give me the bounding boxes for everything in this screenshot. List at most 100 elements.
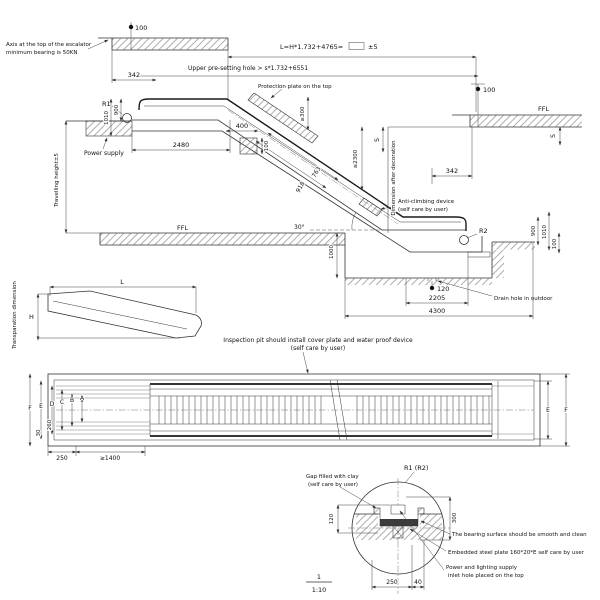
- detail-structure: [348, 478, 450, 594]
- inspection-note-2: (self care by user): [291, 345, 345, 352]
- elevation-view: Axis at the top of the escalator minimum…: [6, 22, 582, 319]
- dim-1010-right-label: 1010: [542, 225, 548, 239]
- dim-900-right-label: 900: [531, 225, 537, 236]
- plan-dim-ge1400-label: ≥1400: [100, 455, 120, 462]
- bearing-note: The bearing surface should be smooth and…: [451, 532, 587, 538]
- power-supply-note: Power supply: [84, 150, 124, 157]
- dim-ge2300-label: ≥2300: [353, 149, 359, 168]
- length-formula-label: L=H*1.732+4765=: [280, 43, 343, 51]
- angle-arc: [351, 211, 357, 231]
- pit-wall-hatch: [492, 250, 504, 278]
- dim-342-right-label: 342: [446, 167, 458, 175]
- hole-marker-left: [128, 24, 134, 30]
- travelling-height-label: Travelling height±5: [54, 153, 60, 208]
- dim-120-drain-label: 120: [437, 285, 449, 293]
- inspection-note-1: Inspection pit should install cover plat…: [223, 337, 413, 344]
- elevation-labels: Axis at the top of the escalator minimum…: [6, 24, 559, 316]
- plate-note: Embedded steel plate 160*20*E self care …: [448, 550, 585, 556]
- plan-label-d-left: D: [50, 401, 55, 408]
- dim-918-label: 918: [295, 180, 307, 194]
- dim-100-right-label: 100: [552, 238, 558, 249]
- ffl-left-label: FFL: [177, 224, 188, 232]
- plan-dim-30-label: 30: [36, 429, 42, 436]
- plate-anchor-box: [239, 137, 258, 155]
- dim-ge300-label: ≥300: [300, 106, 306, 122]
- power-note-2: inlet hole placed on the top: [448, 573, 524, 579]
- step-line: [132, 119, 466, 231]
- angle-30-label: 30°: [294, 224, 305, 231]
- elevation-leaders: [87, 39, 493, 297]
- plan-label-e-left: E: [39, 403, 43, 410]
- embedded-steel-plate: [380, 519, 418, 526]
- s-label-mid: S: [374, 138, 381, 142]
- detail-dimensions: [306, 496, 452, 590]
- detail-leaders: [339, 471, 451, 571]
- axis-note-line2: minimum bearing is 50KN: [6, 50, 77, 56]
- upper-hole-note: Upper pre-setting hole > s*1.732+6551: [188, 65, 308, 72]
- detail-dim-120-label: 120: [329, 513, 335, 524]
- r1-support-marker: [122, 113, 132, 123]
- power-note-1: Power and lighting supply: [446, 565, 518, 571]
- handrail-line: [138, 98, 467, 231]
- dim-900-left-label: 900: [114, 104, 120, 115]
- outdoor-ground-hatch: [492, 242, 535, 250]
- length-tolerance-label: ±5: [368, 43, 378, 51]
- anchor-stud: [392, 525, 404, 539]
- anti-climb-note-1: Anti-climbing device: [398, 199, 455, 205]
- profile-l-label: L: [120, 278, 124, 286]
- protection-plate: [247, 92, 319, 144]
- anti-climbing-device: [358, 197, 383, 217]
- detail-title: R1 (R2): [404, 464, 428, 472]
- drain-hole-marker: [429, 285, 435, 291]
- truss-profile-inner: [52, 300, 188, 330]
- plan-dim-250-label: 250: [56, 455, 68, 462]
- support-pad: [467, 251, 491, 258]
- floor-slab-right: [470, 115, 582, 127]
- ffl-right-label: FFL: [538, 105, 549, 113]
- detail-dim-300-label: 300: [452, 512, 458, 523]
- plan-structure: [47, 373, 541, 447]
- plan-label-a-left: A: [80, 395, 85, 402]
- detail-labels: R1 (R2) Gap filled with clay (self care …: [306, 464, 587, 594]
- truss-bottom-line: [132, 130, 483, 253]
- floor-slab-lower: [100, 233, 345, 245]
- r2-label: R2: [479, 227, 488, 235]
- decoration-note: Dimension after decoration: [391, 140, 397, 216]
- plan-labels: Inspection pit should install cover plat…: [27, 337, 569, 462]
- dim-2480-label: 2480: [173, 141, 190, 149]
- elevation-structure: [66, 22, 582, 291]
- hole-left-label: 100: [135, 24, 147, 32]
- axis-note-line1: Axis at the top of the escalator: [6, 42, 92, 48]
- profile-h-label: H: [29, 313, 34, 321]
- detail-view: R1 (R2) Gap filled with clay (self care …: [306, 464, 587, 594]
- scale-value: 1:10: [312, 586, 327, 594]
- r2-support-marker: [459, 235, 469, 245]
- detail-dim-40-label: 40: [414, 579, 422, 586]
- plan-label-b-left: B: [70, 397, 74, 404]
- dim-1010-left-label: 1010: [104, 111, 110, 125]
- hole-marker-right: [475, 86, 481, 92]
- pit-floor-hatch: [345, 278, 492, 285]
- plan-dim-260-label: 260: [47, 419, 53, 430]
- dim-400-label: 400: [236, 122, 248, 130]
- inlet-hole-box: [390, 504, 406, 515]
- break-line-2: [336, 379, 348, 441]
- drain-note: Drain hole in outdoor: [494, 296, 553, 302]
- s-label-right: S: [550, 134, 557, 138]
- dim-4300-label: 4300: [429, 307, 446, 315]
- dim-1000-label: 1000: [329, 245, 335, 259]
- plan-label-f-right: F: [564, 407, 568, 414]
- truss-profile-outline: [47, 290, 202, 339]
- gap-note-1: Gap filled with clay: [306, 474, 359, 480]
- dim-342-left-label: 342: [128, 71, 140, 79]
- clay-gap-right: [417, 507, 425, 515]
- transparation-label: Transparation dimension: [12, 281, 18, 350]
- scale-number: 1: [317, 573, 321, 581]
- plan-label-e-right: E: [546, 407, 550, 414]
- pit-outer-wall: [47, 373, 541, 447]
- plan-label-f-left: F: [28, 405, 32, 412]
- dim-100-plate-label: 100: [264, 140, 270, 151]
- profile-view: L H Transparation dimension: [11, 277, 202, 351]
